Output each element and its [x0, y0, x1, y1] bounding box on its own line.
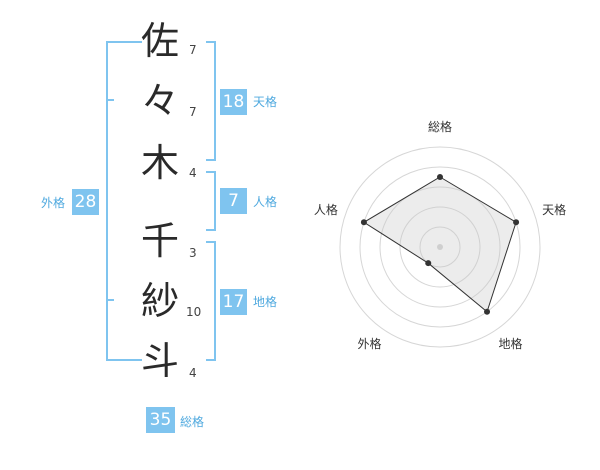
stroke-count-3: 4	[189, 166, 197, 180]
radar-ring-2	[399, 206, 481, 288]
radar-point-4	[425, 260, 432, 267]
radar-ring-3	[379, 186, 501, 308]
radar-axis-label-2: 天格	[542, 202, 566, 217]
radar-point-3	[484, 308, 491, 315]
radar-axis-label-3: 地格	[499, 336, 523, 351]
stroke-count-1: 7	[189, 43, 197, 57]
bracket-tick-2	[106, 299, 114, 301]
stroke-count-5: 10	[186, 305, 202, 319]
radar-center-dot	[437, 244, 443, 250]
radar-axis-label-1: 総格	[428, 119, 452, 134]
tenkaku-value: 18	[220, 89, 247, 115]
radar-axis-label-4: 外格	[357, 336, 381, 351]
name-char-4: 千	[140, 219, 179, 263]
jinkaku-bracket	[206, 171, 216, 231]
radar-point-2	[513, 219, 520, 226]
jinkaku-label: 人格	[253, 195, 278, 209]
radar-point-1	[437, 174, 443, 180]
chikaku-value: 17	[220, 289, 247, 315]
chikaku-label: 地格	[253, 295, 278, 309]
name-char-3: 木	[140, 141, 179, 185]
tenkaku-label: 天格	[253, 95, 278, 109]
radar-point-5	[360, 219, 367, 226]
soukaku-label: 総格	[180, 415, 205, 429]
name-char-2: 々	[140, 79, 179, 123]
name-char-5: 紗	[140, 279, 179, 323]
radar-axis-label-5: 人格	[314, 202, 338, 217]
gaikaku-label: 外格	[41, 196, 66, 210]
chikaku-bracket	[206, 241, 216, 361]
stroke-count-2: 7	[189, 105, 197, 119]
gaikaku-value: 28	[72, 189, 99, 215]
jinkaku-value: 7	[220, 188, 247, 214]
gaikaku-bracket	[106, 41, 142, 361]
radar-ring-4	[359, 166, 521, 328]
stroke-count-6: 4	[189, 366, 197, 380]
stroke-count-4: 3	[189, 246, 197, 260]
radar-ring-1	[419, 226, 461, 268]
name-char-1: 佐	[140, 19, 179, 63]
bracket-tick-1	[106, 99, 114, 101]
tenkaku-bracket	[206, 41, 216, 161]
name-char-6: 斗	[140, 339, 179, 383]
soukaku-value: 35	[146, 407, 175, 433]
